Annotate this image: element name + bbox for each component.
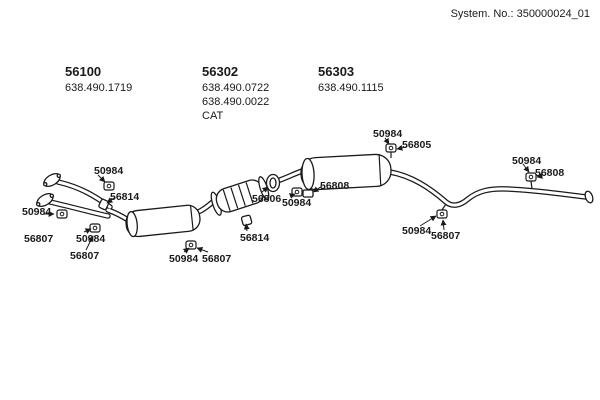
part-label: 56807	[431, 230, 461, 242]
hanger-icon	[89, 223, 101, 233]
group-ref: 638.490.0722	[202, 82, 270, 94]
hanger-icon	[103, 181, 115, 191]
bracket-icon	[302, 189, 314, 198]
tailpipe-tip	[584, 190, 594, 204]
resonator-muffler	[125, 204, 201, 238]
group-ref: 638.490.1115	[318, 82, 384, 94]
hanger-icon	[185, 240, 197, 250]
group-number: 56303	[318, 64, 355, 79]
part-label: 56808	[320, 180, 350, 192]
part-label: 50984	[76, 233, 106, 245]
part-label: 56814	[240, 232, 270, 244]
flange-icon	[35, 192, 55, 208]
hanger-icon	[436, 209, 448, 219]
part-group-56303: 56303 638.490.1115	[318, 65, 384, 95]
hanger-link	[441, 203, 447, 211]
part-label: 56808	[535, 167, 565, 179]
group-number: 56100	[65, 64, 102, 79]
part-label: 50984	[373, 128, 403, 140]
group-ref: 638.490.1719	[65, 82, 133, 94]
part-label: 50984	[282, 197, 312, 209]
tailpipe	[387, 169, 594, 208]
hanger-icon	[56, 209, 68, 219]
part-label: 56807	[70, 250, 100, 262]
group-number: 56302	[202, 64, 239, 79]
hanger-icon	[385, 143, 397, 153]
part-label: 56807	[202, 253, 232, 265]
part-label: 56807	[24, 233, 54, 245]
group-ref: 638.490.0022	[202, 96, 270, 108]
part-label: 50984	[512, 155, 542, 167]
center-muffler	[300, 153, 392, 191]
part-label: 56806	[252, 193, 282, 205]
clamp-icon	[240, 214, 253, 227]
part-label: 50984	[169, 253, 199, 265]
system-number: System. No.: 350000024_01	[450, 8, 590, 20]
part-group-56302: 56302 638.490.0722 638.490.0022 CAT	[202, 65, 269, 123]
hanger-link	[530, 180, 533, 190]
flange-icon	[42, 172, 62, 188]
part-label: 56814	[110, 191, 140, 203]
part-label: 50984	[22, 206, 52, 218]
gasket-ring-icon	[265, 173, 281, 193]
part-label: 50984	[402, 225, 432, 237]
clamp-icon	[98, 198, 110, 211]
pointer-arrows	[44, 137, 543, 254]
group-ref: CAT	[202, 110, 224, 122]
part-group-56100: 56100 638.490.1719	[65, 65, 132, 95]
part-label: 50984	[94, 165, 124, 177]
part-label: 56805	[402, 139, 432, 151]
